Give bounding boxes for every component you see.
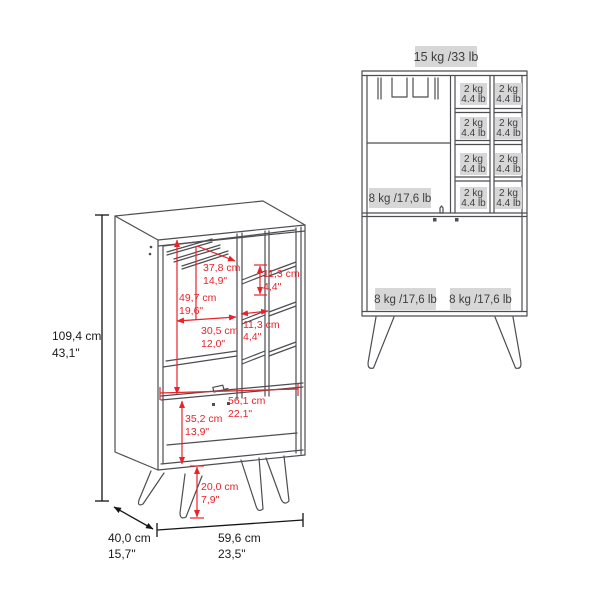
dim-lower-height-in: 13,9" [185, 426, 209, 438]
cubby-lb: 4.4 lb [496, 164, 521, 175]
cubby-lb: 4.4 lb [461, 198, 486, 209]
stemware-rack-front [377, 77, 439, 100]
dim-upper-height-in: 19,6" [179, 305, 203, 317]
cubby-lb: 4.4 lb [496, 94, 521, 105]
dim-width-cm: 59,6 cm [218, 531, 261, 545]
door-capacity-badges: 8 kg /17,6 lb 8 kg /17,6 lb [374, 288, 512, 310]
dim-rail-length-cm: 37,8 cm [203, 262, 241, 274]
cubby-lb: 4.4 lb [461, 164, 486, 175]
overall-dimension-lines [95, 214, 304, 537]
cubby-badge: 2 kg 4.4 lb [495, 83, 522, 105]
dim-leg-height-in: 7,9" [201, 494, 220, 506]
cubby-badge: 2 kg 4.4 lb [495, 153, 522, 175]
dim-shelf-width-in: 12,0" [201, 338, 225, 350]
shelf-capacity-badge: 8 kg /17,6 lb [369, 188, 432, 208]
cubby-lb: 4.4 lb [461, 94, 486, 105]
hairpin-legs-front [367, 316, 522, 369]
red-dimension-labels: 37,8 cm 14,9" 49,7 cm 19,6" 11,3 cm 4,4"… [179, 262, 300, 506]
dim-rail-length-in: 14,9" [203, 275, 227, 287]
cubby-kg: 2 kg [464, 188, 483, 199]
dim-height-cm: 109,4 cm [52, 329, 101, 343]
cubby-badge: 2 kg 4.4 lb [460, 83, 487, 105]
counter-details-3d [212, 384, 230, 406]
cubby-capacity-badges: 2 kg 4.4 lb 2 kg 4.4 lb 2 kg 4.4 lb 2 kg… [460, 83, 522, 209]
cubby-badge: 2 kg 4.4 lb [495, 117, 522, 139]
dim-depth-cm: 40,0 cm [108, 531, 151, 545]
cubby-kg: 2 kg [464, 118, 483, 129]
cubby-kg: 2 kg [499, 154, 518, 165]
dim-upper-height-cm: 49,7 cm [179, 292, 217, 304]
top-capacity-badge: 15 kg /33 lb [414, 46, 479, 67]
dim-cubby-width-in: 4,4" [243, 331, 262, 343]
overall-dimension-labels: 109,4 cm 43,1" 40,0 cm 15,7" 59,6 cm 23,… [52, 329, 261, 561]
top-capacity-label: 15 kg /33 lb [414, 50, 479, 64]
cubby-lb: 4.4 lb [496, 128, 521, 139]
cubby-kg: 2 kg [464, 154, 483, 165]
dim-cubby-height-in: 4,4" [263, 281, 282, 293]
dim-leg-height-cm: 20,0 cm [201, 481, 239, 493]
counter-details-front [433, 205, 459, 222]
dim-cubby-height-cm: 11,3 cm [263, 268, 300, 280]
cubby-kg: 2 kg [499, 84, 518, 95]
cubby-badge: 2 kg 4.4 lb [460, 117, 487, 139]
front-capacity-view: 15 kg /33 lb [361, 46, 528, 369]
dim-height-in: 43,1" [52, 346, 80, 360]
dim-width-in: 23,5" [218, 547, 246, 561]
left-3d-view: 37,8 cm 14,9" 49,7 cm 19,6" 11,3 cm 4,4"… [52, 200, 306, 561]
cubby-lb: 4.4 lb [496, 198, 521, 209]
shelf-capacity-label: 8 kg /17,6 lb [369, 193, 432, 205]
hairpin-legs-3d [137, 455, 290, 519]
door-right-capacity-label: 8 kg /17,6 lb [449, 294, 512, 306]
cubby-kg: 2 kg [499, 188, 518, 199]
cubby-badge: 2 kg 4.4 lb [460, 187, 487, 209]
door-left-capacity-label: 8 kg /17,6 lb [374, 294, 437, 306]
dim-shelf-width-cm: 30,5 cm [201, 325, 239, 337]
cubby-kg: 2 kg [464, 84, 483, 95]
cubby-lb: 4.4 lb [461, 128, 486, 139]
dim-inner-width-cm: 56,1 cm [228, 395, 266, 407]
red-dimension-lines [159, 239, 299, 519]
cubby-badge: 2 kg 4.4 lb [495, 187, 522, 209]
cubby-kg: 2 kg [499, 118, 518, 129]
cubby-badge: 2 kg 4.4 lb [460, 153, 487, 175]
dim-cubby-width-cm: 11,3 cm [243, 319, 280, 331]
dim-depth-in: 15,7" [108, 547, 136, 561]
dim-lower-height-cm: 35,2 cm [185, 413, 223, 425]
dim-inner-width-in: 22,1" [228, 408, 252, 420]
